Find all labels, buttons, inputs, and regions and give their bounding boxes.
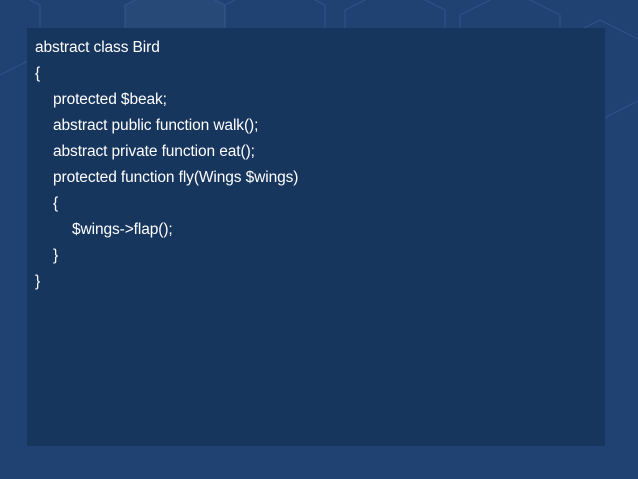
code-line-10: } [35,273,41,290]
code-line-3: protected $beak; [53,91,167,108]
code-line-6: protected function fly(Wings $wings) [53,169,299,186]
code-line-9: } [53,247,59,264]
code-line-5: abstract private function eat(); [53,143,255,160]
code-line-7: { [53,195,59,212]
code-panel: abstract class Bird { protected $beak; a… [27,28,605,446]
code-line-2: { [35,65,41,82]
code-line-1: abstract class Bird [35,39,160,56]
code-line-8: $wings->flap(); [72,221,173,238]
code-line-4: abstract public function walk(); [53,117,259,134]
